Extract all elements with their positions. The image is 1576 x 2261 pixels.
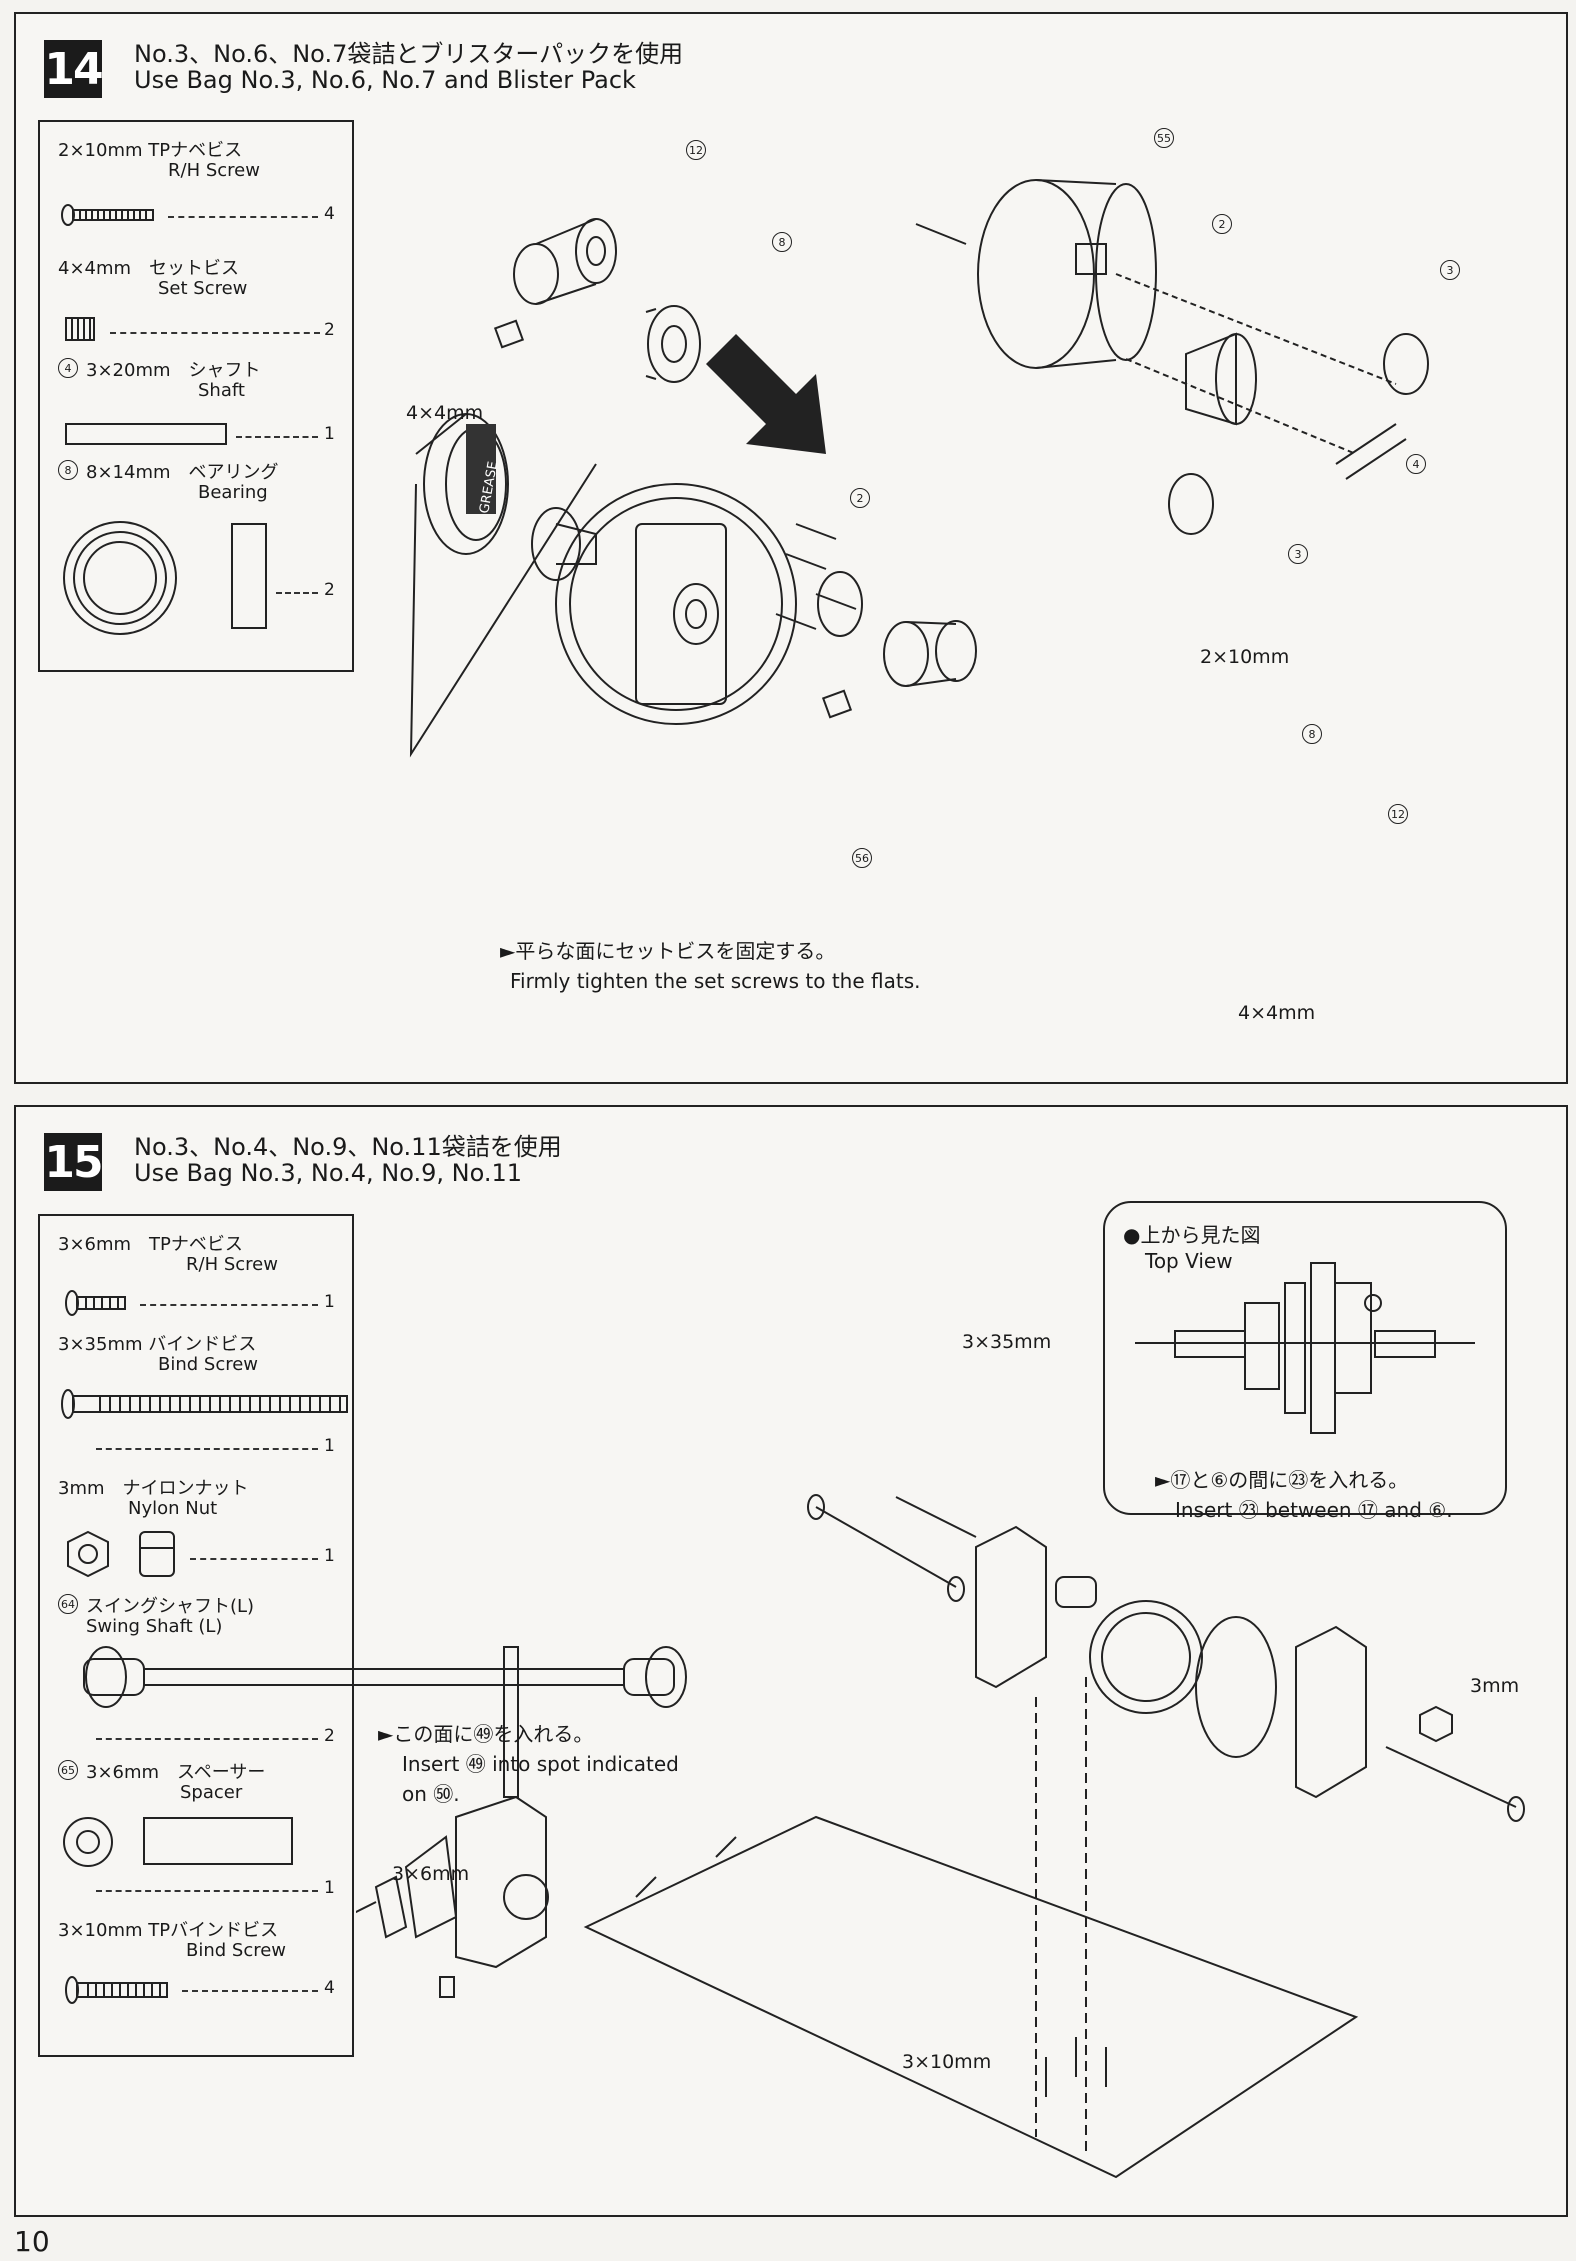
callout-12: 12: [686, 140, 706, 160]
part-name-jp: 3×20mm シャフト: [86, 360, 261, 381]
part-qty: 2: [324, 580, 335, 600]
part-number-badge: 4: [58, 358, 78, 378]
parts-list: 2×10mm TPナベビス R/H Screw 4 4×4mm セットビス Se…: [38, 120, 354, 672]
part-qty: 4: [324, 204, 335, 224]
step-14-panel: 14 No.3、No.6、No.7袋詰とブリスターパックを使用 Use Bag …: [14, 12, 1568, 1084]
callout-3b: 3: [1288, 544, 1308, 564]
dash-line: [190, 1558, 318, 1560]
part-qty: 1: [324, 1436, 335, 1456]
dash-line: [110, 332, 320, 334]
nylon-nut-icon: [67, 1530, 175, 1578]
rh-screw-icon: [65, 1290, 126, 1316]
dash-line: [96, 1890, 318, 1892]
step-title-en: Use Bag No.3, No.4, No.9, No.11: [134, 1159, 522, 1187]
step-number: 14: [44, 40, 104, 98]
dash-line: [96, 1738, 318, 1740]
bind-screw-icon: [65, 1976, 168, 2004]
dash-line: [140, 1304, 318, 1306]
step-title-jp: No.3、No.4、No.9、No.11袋詰を使用: [134, 1133, 562, 1161]
part-qty: 1: [324, 1546, 335, 1566]
differential-exploded-diagram: GREASE: [409, 179, 1429, 758]
part-name-jp: 3×6mm TPナベビス: [58, 1234, 243, 1255]
callout-4: 4: [1406, 454, 1426, 474]
callout-2b: 2: [850, 488, 870, 508]
part-qty: 2: [324, 1726, 335, 1746]
grease-tube-icon: GREASE: [466, 424, 501, 515]
dash-line: [182, 1990, 318, 1992]
part-name-en: Swing Shaft (L): [86, 1616, 223, 1637]
part-name-jp: 8×14mm ベアリング: [86, 462, 279, 483]
label-screw-2x10: 2×10mm: [1200, 646, 1290, 668]
bearing-side-icon: [231, 523, 267, 629]
label-screw-3x10: 3×10mm: [902, 2051, 992, 2073]
label-nut-3mm: 3mm: [1470, 1675, 1520, 1697]
dash-line: [236, 436, 318, 438]
dash-line: [168, 216, 318, 218]
step-title-en: Use Bag No.3, No.6, No.7 and Blister Pac…: [134, 66, 636, 94]
callout-2: 2: [1212, 214, 1232, 234]
part-qty: 1: [324, 424, 335, 444]
label-screw-3x6: 3×6mm: [392, 1863, 470, 1885]
bearing-icon: [63, 521, 177, 635]
part-name-en: Bind Screw: [158, 1354, 259, 1375]
part-name-en: Set Screw: [158, 278, 248, 299]
part-name-en: R/H Screw: [186, 1254, 278, 1275]
note-en: Firmly tighten the set screws to the fla…: [510, 969, 921, 993]
step-title-jp: No.3、No.6、No.7袋詰とブリスターパックを使用: [134, 40, 684, 68]
part-name-jp: 2×10mm TPナベビス: [58, 140, 243, 161]
step-number: 15: [44, 1133, 104, 1191]
topview-title-en: Top View: [1145, 1249, 1233, 1273]
part-name-jp: 3×35mm バインドビス: [58, 1334, 257, 1355]
part-name-en: R/H Screw: [168, 160, 260, 181]
note59-en-2: on ㊿.: [402, 1782, 460, 1806]
rh-screw-icon: [61, 204, 154, 226]
spacer-icon: [63, 1817, 293, 1867]
callout-8: 8: [772, 232, 792, 252]
part-qty: 1: [324, 1292, 335, 1312]
step-15-panel: 15 No.3、No.4、No.9、No.11袋詰を使用 Use Bag No.…: [14, 1105, 1568, 2217]
part-name-en: Bearing: [198, 482, 268, 503]
note59-jp: ►この面に㊾を入れる。: [378, 1722, 594, 1746]
swing-shaft-icon: [83, 1646, 687, 1708]
part-qty: 1: [324, 1878, 335, 1898]
part-name-en: Bind Screw: [186, 1940, 287, 1961]
topview-diagram: [1135, 1262, 1475, 1434]
shaft-icon: [65, 423, 227, 445]
part-name-jp: 3×6mm スペーサー: [86, 1762, 266, 1783]
note-jp: ►平らな面にセットビスを固定する。: [500, 939, 836, 963]
part-name-jp: 4×4mm セットビス: [58, 258, 240, 279]
note59-en-1: Insert ㊾ into spot indicated: [402, 1752, 679, 1776]
label-set-screw: 4×4mm: [406, 402, 484, 424]
dash-line: [96, 1448, 318, 1450]
part-name-jp: スイングシャフト(L): [86, 1596, 255, 1617]
part-name-en: Spacer: [180, 1782, 243, 1803]
topview-note-jp: ►⑰と⑥の間に㉓を入れる。: [1155, 1468, 1409, 1492]
callout-55: 55: [1154, 128, 1174, 148]
part-qty: 4: [324, 1978, 335, 1998]
gearbox-exploded-diagram: [356, 1494, 1525, 2179]
part-number-badge: 64: [58, 1594, 78, 1614]
part-name-jp: 3×10mm TPバインドビス: [58, 1920, 279, 1941]
callout-56: 56: [852, 848, 872, 868]
set-screw-icon: [65, 317, 95, 341]
bind-screw-long-icon: [61, 1389, 348, 1419]
callout-8b: 8: [1302, 724, 1322, 744]
callout-3: 3: [1440, 260, 1460, 280]
label-set-screw: 4×4mm: [1238, 1002, 1316, 1024]
parts-list: 3×6mm TPナベビス R/H Screw 1 3×35mm バインドビス B…: [38, 1214, 354, 2057]
part-name-en: Shaft: [198, 380, 245, 401]
dash-line: [276, 592, 318, 594]
label-screw-3x35: 3×35mm: [962, 1331, 1052, 1353]
topview-note-en: Insert ㉓ between ⑰ and ⑥.: [1175, 1498, 1453, 1522]
top-view-inset: ●上から見た図 Top View ►⑰と⑥の間に㉓を入れる。 Insert ㉓ …: [1103, 1201, 1507, 1522]
topview-title-jp: ●上から見た図: [1123, 1223, 1261, 1247]
part-qty: 2: [324, 320, 335, 340]
part-name-jp: 3mm ナイロンナット: [58, 1478, 249, 1499]
part-number-badge: 65: [58, 1760, 78, 1780]
part-name-en: Nylon Nut: [128, 1498, 218, 1519]
part-number-badge: 8: [58, 460, 78, 480]
page-number: 10: [14, 2225, 50, 2258]
callout-12b: 12: [1388, 804, 1408, 824]
